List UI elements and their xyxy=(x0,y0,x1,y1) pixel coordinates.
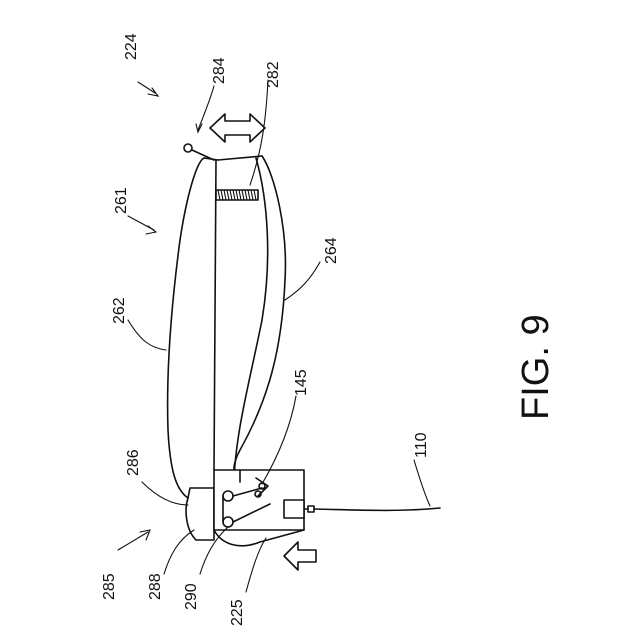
cable-110 xyxy=(314,508,440,510)
double-arrow-icon xyxy=(210,114,265,142)
coil-282 xyxy=(216,190,258,200)
input-arrow-icon xyxy=(284,542,316,570)
label-225: 225 xyxy=(229,599,246,626)
label-284: 284 xyxy=(211,57,228,84)
label-145: 145 xyxy=(293,369,310,396)
label-264: 264 xyxy=(323,237,340,264)
label-285: 285 xyxy=(101,573,118,600)
label-290: 290 xyxy=(183,583,200,610)
pin-284 xyxy=(184,144,214,160)
center-divider xyxy=(214,160,216,470)
label-261: 261 xyxy=(113,187,130,214)
label-288: 288 xyxy=(147,573,164,600)
inner-right-curve xyxy=(234,158,268,480)
label-282: 282 xyxy=(265,61,282,88)
figure-label: FIG. 9 xyxy=(515,314,557,420)
right-body-outline xyxy=(234,156,285,482)
label-110: 110 xyxy=(413,432,430,458)
label-286: 286 xyxy=(125,449,142,476)
base-housing-225 xyxy=(186,470,314,546)
label-262: 262 xyxy=(111,297,128,324)
lens-body-outline xyxy=(168,158,204,498)
label-224: 224 xyxy=(123,33,140,60)
